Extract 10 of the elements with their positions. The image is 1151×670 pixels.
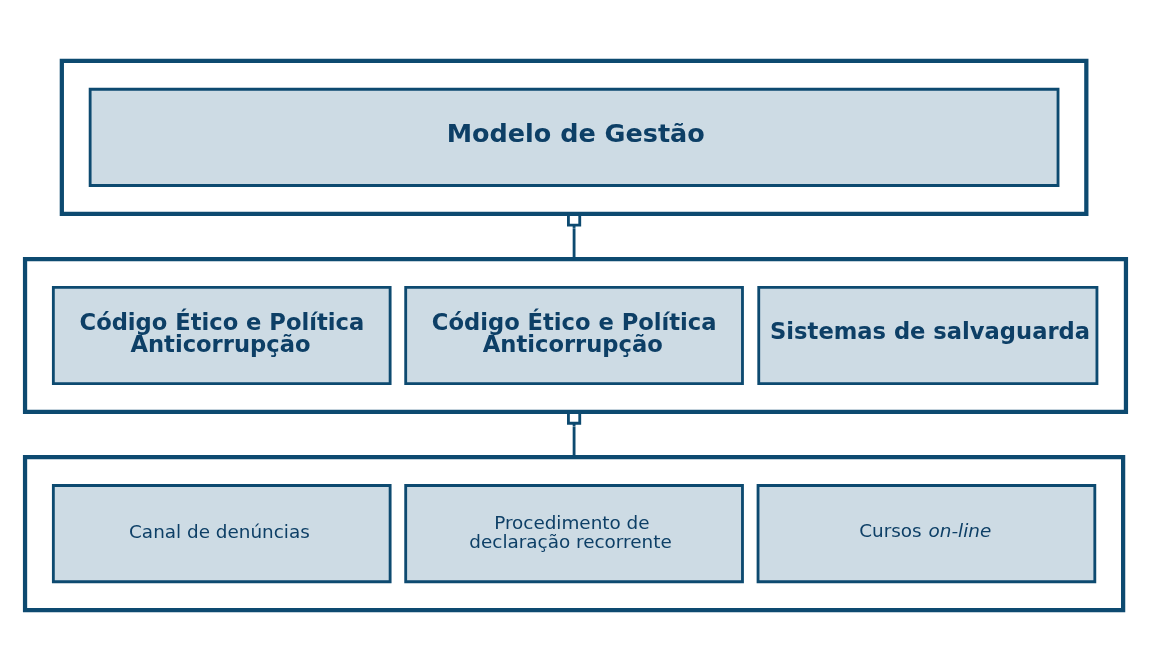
cluster: [59, 58, 1089, 216]
node-box: Modelo de Gestão: [88, 87, 1060, 187]
node-box: Procedimento de declaração recorrente: [404, 483, 744, 583]
node-box: Código Ético e Política Anticorrupção: [404, 285, 744, 385]
node-box: Canal de denúncias: [51, 483, 392, 583]
cluster: [22, 454, 1126, 612]
node-box: Código Ético e Política Anticorrupção: [51, 285, 392, 385]
cluster: [22, 256, 1129, 414]
node-box: Sistemas de salvaguarda: [757, 285, 1099, 385]
node-box: Cursos on-line: [756, 483, 1097, 583]
